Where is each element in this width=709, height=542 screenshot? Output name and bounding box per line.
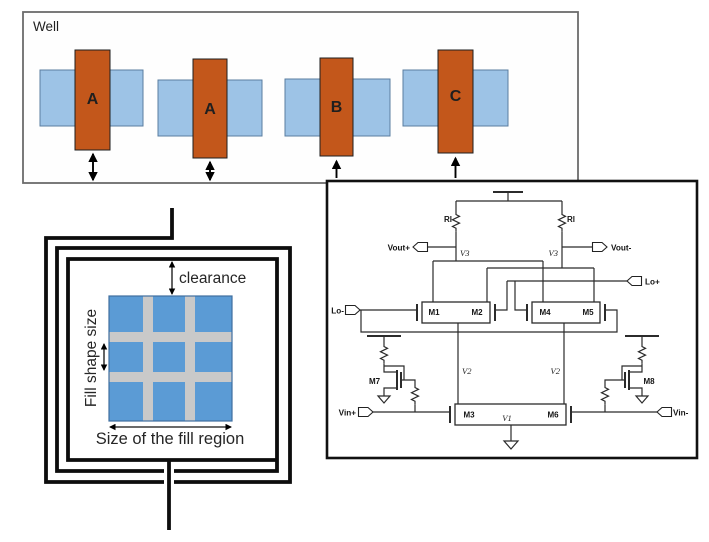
mixer-schematic: Rl Rl V3 V3 V2 V2 V1 M1 M2 M4 M5 M3 M6 M… (325, 179, 699, 460)
gate-label: A (87, 91, 99, 108)
spiral-path (44, 208, 292, 484)
port-pin-lo-minus (344, 304, 361, 316)
port-label-vin-minus: Vin- (673, 409, 689, 418)
gate-rect (74, 49, 111, 151)
fill-region-diagram: clearance Fill shape size Size of the fi… (83, 261, 246, 448)
transistor-label-m6: M6 (547, 411, 559, 420)
well-diagram: Well A A B C (22, 11, 579, 184)
fill-region-outline (108, 295, 233, 422)
port-label-lo-minus: Lo- (331, 307, 344, 316)
node-v2-left: V2 (462, 366, 472, 376)
transistor-label-m1: M1 (428, 308, 440, 317)
gate-rect (319, 57, 354, 157)
port-pin-lo-plus (626, 275, 643, 287)
node-v3-right: V3 (549, 248, 558, 258)
gate-bars (396, 304, 630, 423)
resistor-label-left: Rl (444, 215, 452, 224)
transistor-label-m5: M5 (582, 308, 594, 317)
well-transistor-3: B (284, 57, 391, 178)
port-label-lo-plus: Lo+ (645, 278, 660, 287)
port-pin-vin-minus (656, 406, 673, 418)
fill-region-size-label: Size of the fill region (96, 430, 245, 448)
port-pin-vin-plus (357, 406, 374, 418)
gate-rect (192, 58, 228, 159)
transistor-label-m3: M3 (463, 411, 475, 420)
transistor-label-m8: M8 (643, 377, 655, 386)
ground-icon (502, 440, 520, 450)
mosfet-pair-m4-m5 (531, 301, 601, 324)
node-v2-right: V2 (551, 366, 561, 376)
port-label-vout-minus: Vout- (611, 244, 632, 253)
spiral-interconnect (44, 208, 292, 530)
well-transistor-2: A (157, 58, 263, 182)
node-v3-left: V3 (460, 248, 469, 258)
fill-shape-size-label: Fill shape size (83, 309, 100, 407)
port-label-vin-plus: Vin+ (339, 409, 357, 418)
port-label-vout-plus: Vout+ (388, 244, 411, 253)
port-pin-vout-plus (412, 241, 429, 253)
ground-icon (634, 395, 650, 404)
port-pin-vout-minus (591, 241, 608, 253)
transistor-label-m7: M7 (369, 377, 381, 386)
gate-label: B (331, 99, 343, 116)
well-transistor-4: C (402, 49, 509, 178)
fill-gutter-vertical (185, 296, 195, 421)
fill-gutter-horizontal (109, 372, 232, 382)
well-transistor-1: A (39, 49, 144, 182)
transistor-label-m2: M2 (471, 308, 483, 317)
mosfet-pair-m1-m2 (421, 301, 491, 324)
schematic-box (325, 179, 699, 460)
well-title: Well (33, 19, 59, 34)
fill-gutter-vertical (143, 296, 153, 421)
resistor-label-right: Rl (567, 215, 575, 224)
transistor-label-m4: M4 (539, 308, 551, 317)
node-v1: V1 (502, 413, 511, 423)
gate-label: C (450, 88, 462, 105)
fill-gutter-horizontal (109, 332, 232, 342)
clearance-label: clearance (179, 270, 246, 287)
ground-icon (376, 395, 392, 404)
mosfet-pair-m3-m6 (454, 403, 567, 426)
fill-region-block (109, 296, 232, 421)
gate-label: A (204, 101, 216, 118)
schematic-wires (360, 192, 657, 441)
port-pins (344, 241, 673, 418)
gate-rect (437, 49, 474, 154)
